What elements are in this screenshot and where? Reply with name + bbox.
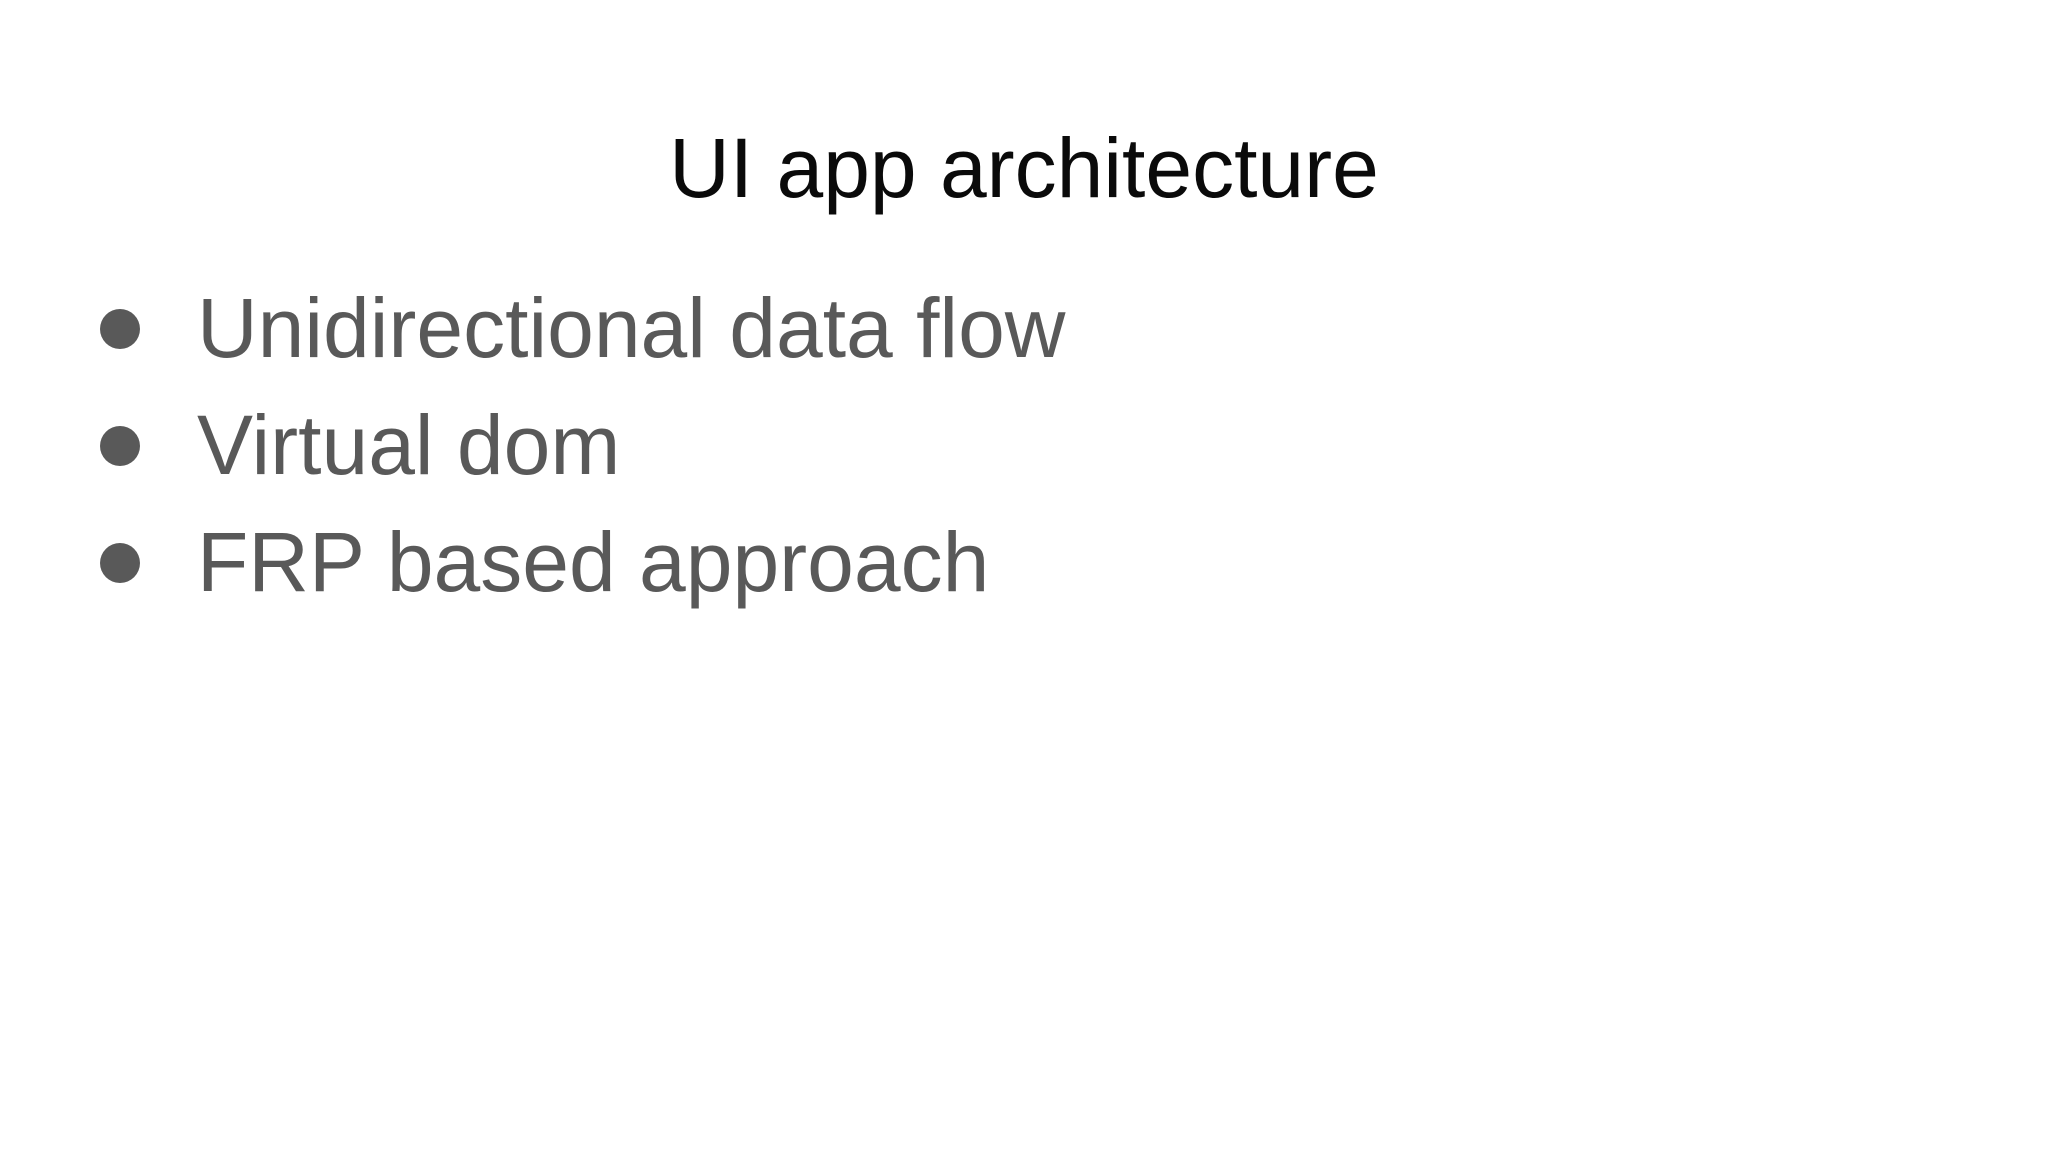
- bullet-text: Unidirectional data flow: [197, 281, 1066, 375]
- bullet-item: Unidirectional data flow: [0, 270, 2048, 387]
- bullet-dot-icon: [100, 309, 140, 349]
- bullet-text: Virtual dom: [197, 398, 621, 492]
- bullet-item: FRP based approach: [0, 504, 2048, 621]
- bullet-list: Unidirectional data flow Virtual dom FRP…: [0, 270, 2048, 621]
- bullet-dot-icon: [100, 543, 140, 583]
- bullet-text: FRP based approach: [197, 515, 990, 609]
- bullet-item: Virtual dom: [0, 387, 2048, 504]
- slide-title: UI app architecture: [669, 121, 1379, 215]
- bullet-dot-icon: [100, 426, 140, 466]
